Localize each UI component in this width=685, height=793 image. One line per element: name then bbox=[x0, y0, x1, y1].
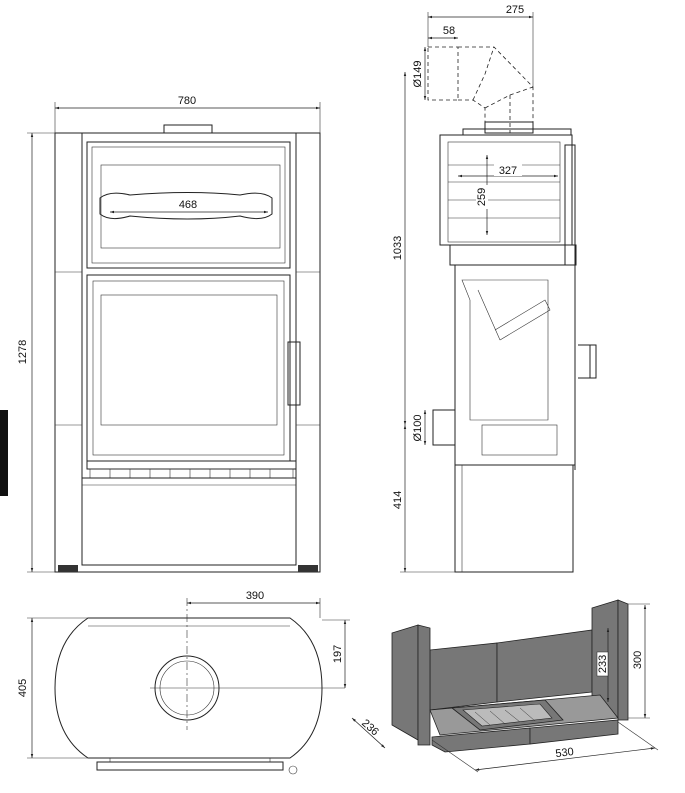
flue-height-dim-label: 1033 bbox=[392, 236, 404, 260]
top-door-handle bbox=[99, 192, 273, 220]
box-height-dim-label: 259 bbox=[476, 188, 488, 206]
flue-offset-dim-label: 275 bbox=[506, 4, 524, 16]
firebox-height-dim-label: 300 bbox=[632, 651, 644, 669]
firebox-width-dim-label: 530 bbox=[555, 746, 575, 760]
flue-center-y-dim-label: 197 bbox=[332, 645, 344, 663]
firebox-view: 236 530 233 300 bbox=[351, 599, 659, 773]
inlet-height-dim-label: 414 bbox=[392, 491, 404, 509]
flue-diameter-dim-label: Ø149 bbox=[412, 61, 424, 88]
edge-marker bbox=[0, 410, 8, 496]
flue-pipe-dim-label: 58 bbox=[443, 25, 455, 37]
depth-dim-label: 405 bbox=[17, 679, 29, 697]
box-width-dim-label: 327 bbox=[499, 165, 517, 177]
flue-center-x-dim-label: 390 bbox=[246, 590, 264, 602]
side-view: 275 58 Ø149 1033 Ø100 414 327 259 bbox=[392, 4, 597, 573]
handle-dim-label: 468 bbox=[179, 199, 197, 211]
door-handle bbox=[287, 341, 301, 406]
air-inlet-dim-label: Ø100 bbox=[412, 415, 424, 442]
firebox-inner-height-dim-label: 233 bbox=[597, 655, 609, 673]
firebox-depth-dim-label: 236 bbox=[359, 717, 381, 738]
front-view: 780 1278 468 bbox=[0, 95, 321, 573]
width-dim-label: 780 bbox=[178, 95, 196, 107]
height-dim-label: 1278 bbox=[17, 340, 29, 364]
top-view: 390 197 405 bbox=[17, 590, 350, 775]
